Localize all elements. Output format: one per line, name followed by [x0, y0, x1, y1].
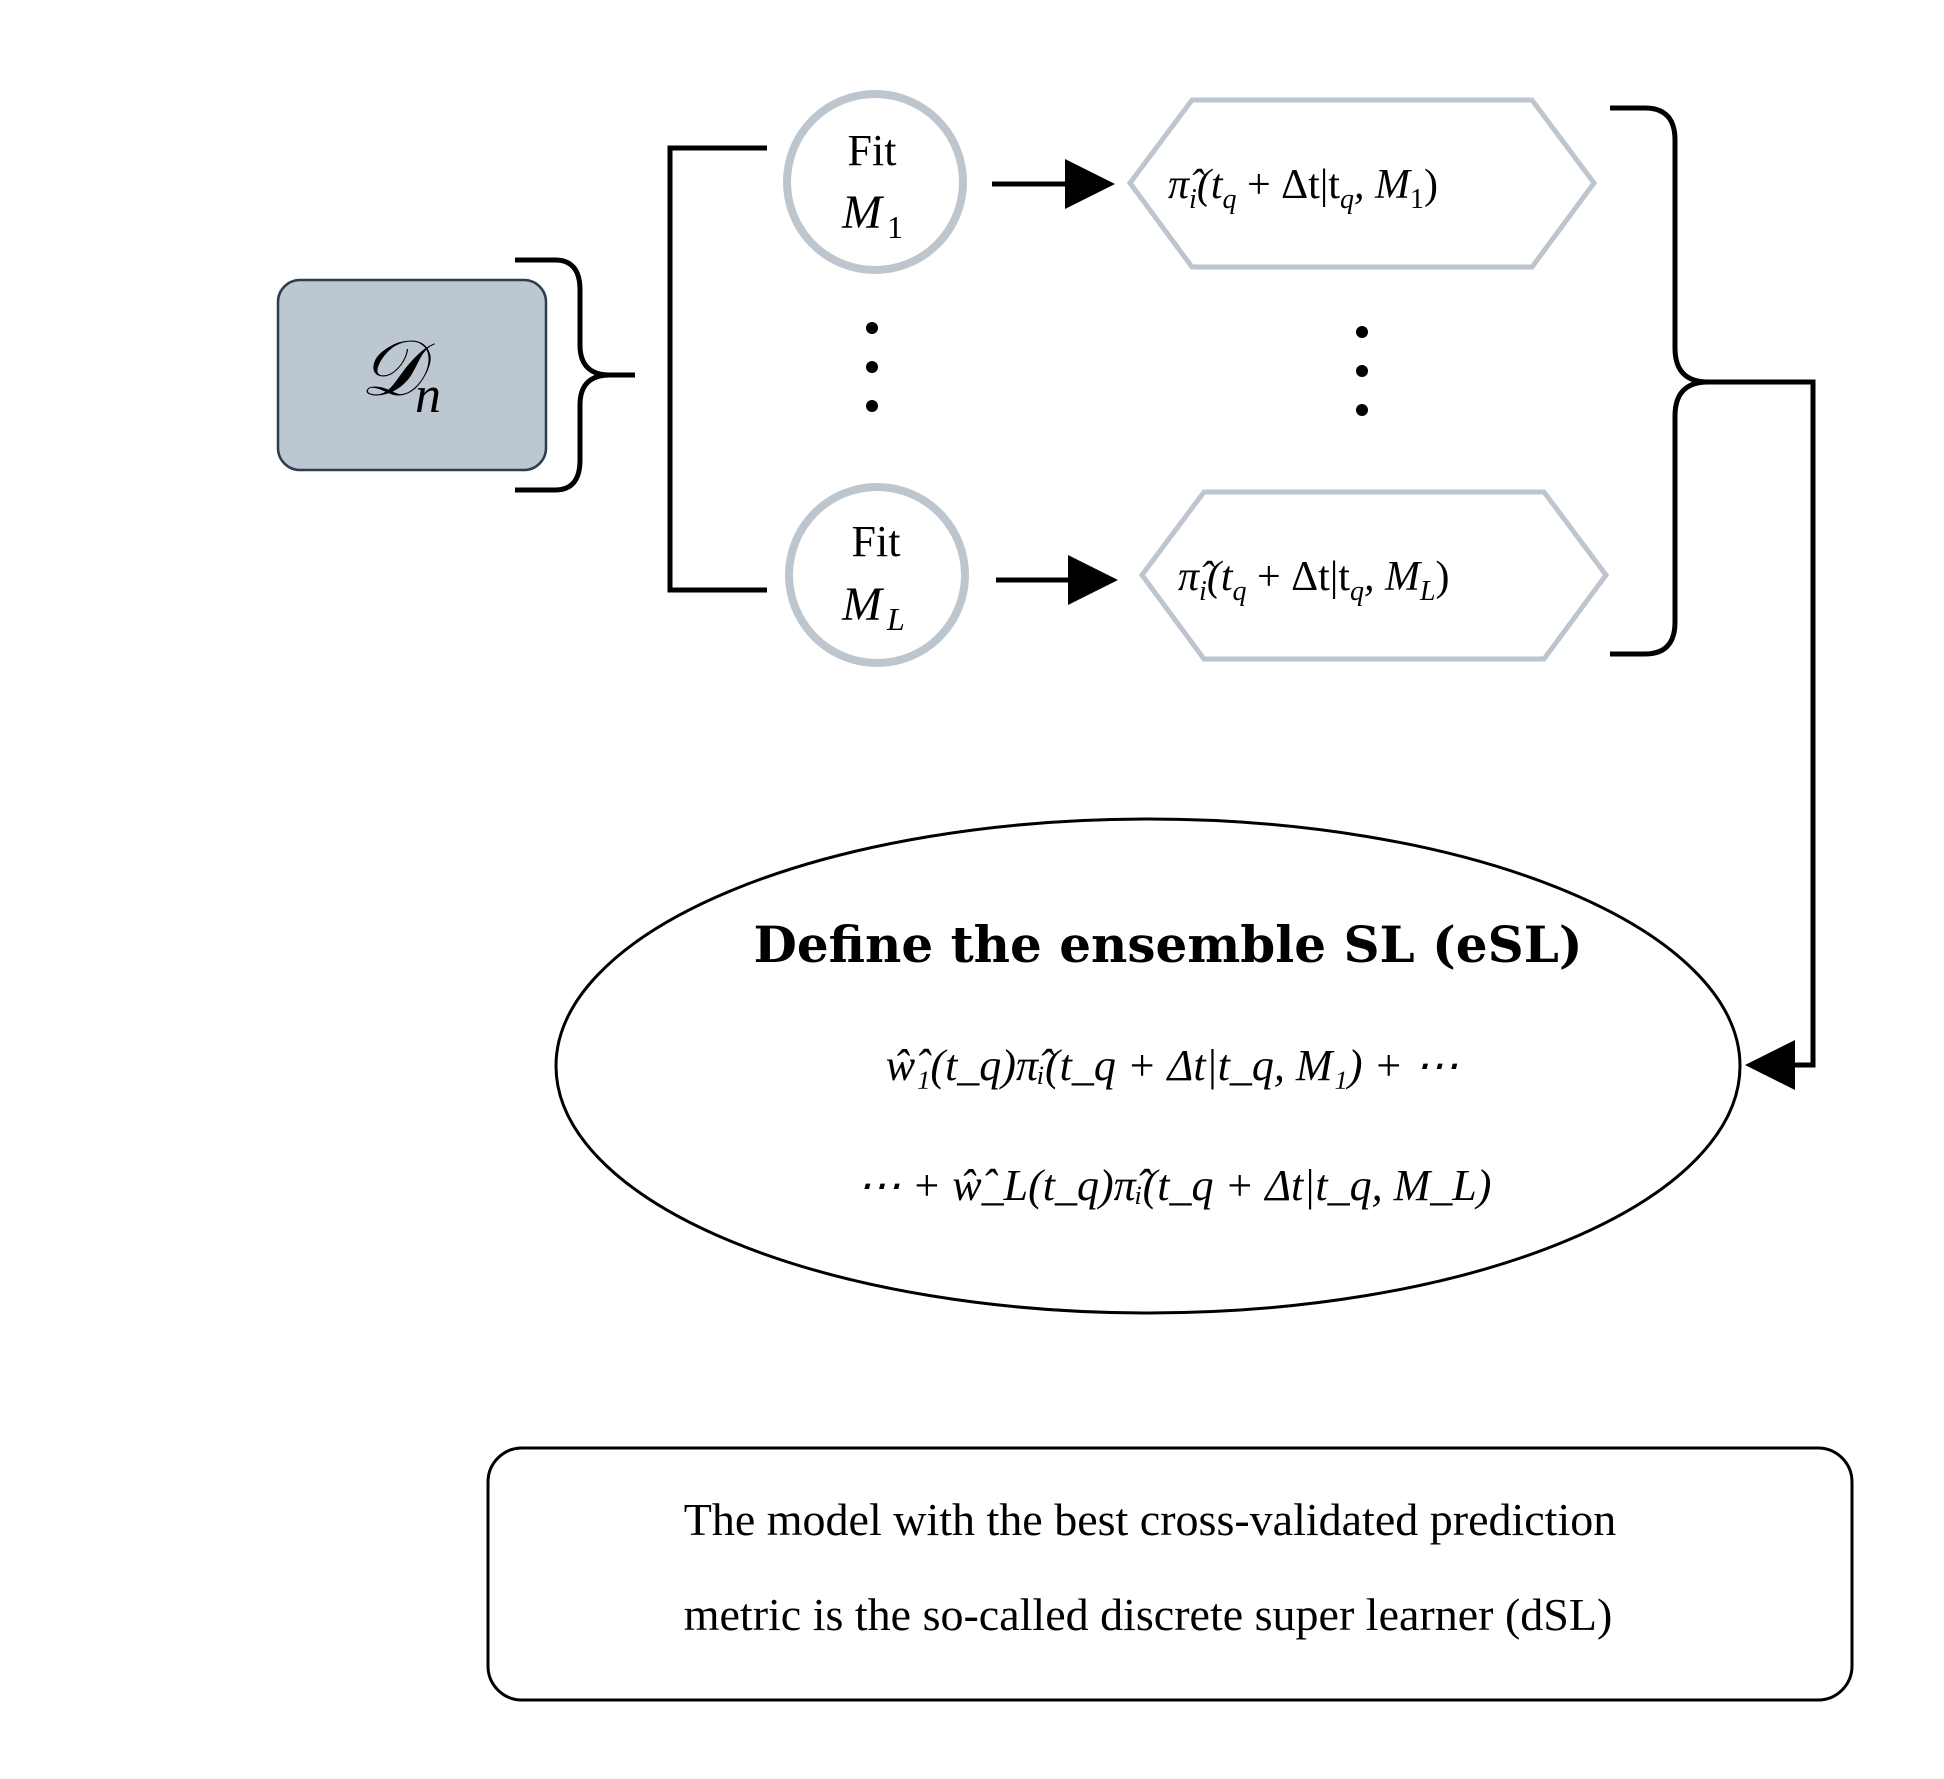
learner-1-model-sub: 1	[887, 209, 903, 245]
note-box: The model with the best cross-validated …	[486, 1446, 1854, 1702]
vertical-ellipsis-right	[1356, 326, 1368, 416]
ensemble-formula-line-2: ⋯ + ŵ̂_L(t_q)π̂ᵢ(t_q + Δt|t_q, M_L)	[857, 1161, 1492, 1210]
ensemble-formula-line-1: ŵ̂₁(t_q)π̂ᵢ(t_q + Δt|t_q, M₁) + ⋯	[886, 1041, 1458, 1090]
output-brace	[1610, 105, 1730, 657]
vertical-ellipsis-left	[866, 322, 878, 412]
data-node: 𝒟 n	[276, 278, 548, 472]
input-brace	[515, 257, 635, 493]
ensemble-title: Define the ensemble SL (eSL)	[753, 915, 1582, 974]
learner-L-prediction: π̂i(tq + Δt|tq, ML)	[1178, 554, 1450, 607]
data-node-subscript: n	[415, 367, 441, 424]
learner-1-fit-label: Fit	[848, 126, 897, 175]
ensemble-node: Define the ensemble SL (eSL) ŵ̂₁(t_q)π̂ᵢ…	[554, 817, 1742, 1315]
learner-L-circle	[785, 483, 969, 667]
connector-to-ensemble	[1708, 379, 1816, 1090]
learner-1-circle	[783, 90, 967, 274]
note-line-1: The model with the best cross-validated …	[684, 1494, 1617, 1545]
split-bracket	[667, 145, 767, 593]
learner-L-model-sub: L	[886, 601, 905, 637]
note-line-2: metric is the so-called discrete super l…	[684, 1589, 1613, 1640]
learner-L: Fit M L π̂i(tq + Δt|tq, ML)	[785, 483, 1610, 667]
learner-L-fit-label: Fit	[852, 517, 901, 566]
learner-L-model: M	[841, 578, 885, 631]
learner-1-prediction: π̂i(tq + Δt|tq, M1)	[1168, 162, 1438, 215]
learner-L-prediction-hexagon	[1138, 489, 1610, 662]
learner-1: Fit M 1 π̂i(tq + Δt|tq, M1)	[783, 90, 1598, 274]
learner-1-model: M	[841, 186, 885, 239]
ensemble-ellipse	[554, 817, 1742, 1315]
learner-1-prediction-hexagon	[1126, 97, 1598, 270]
